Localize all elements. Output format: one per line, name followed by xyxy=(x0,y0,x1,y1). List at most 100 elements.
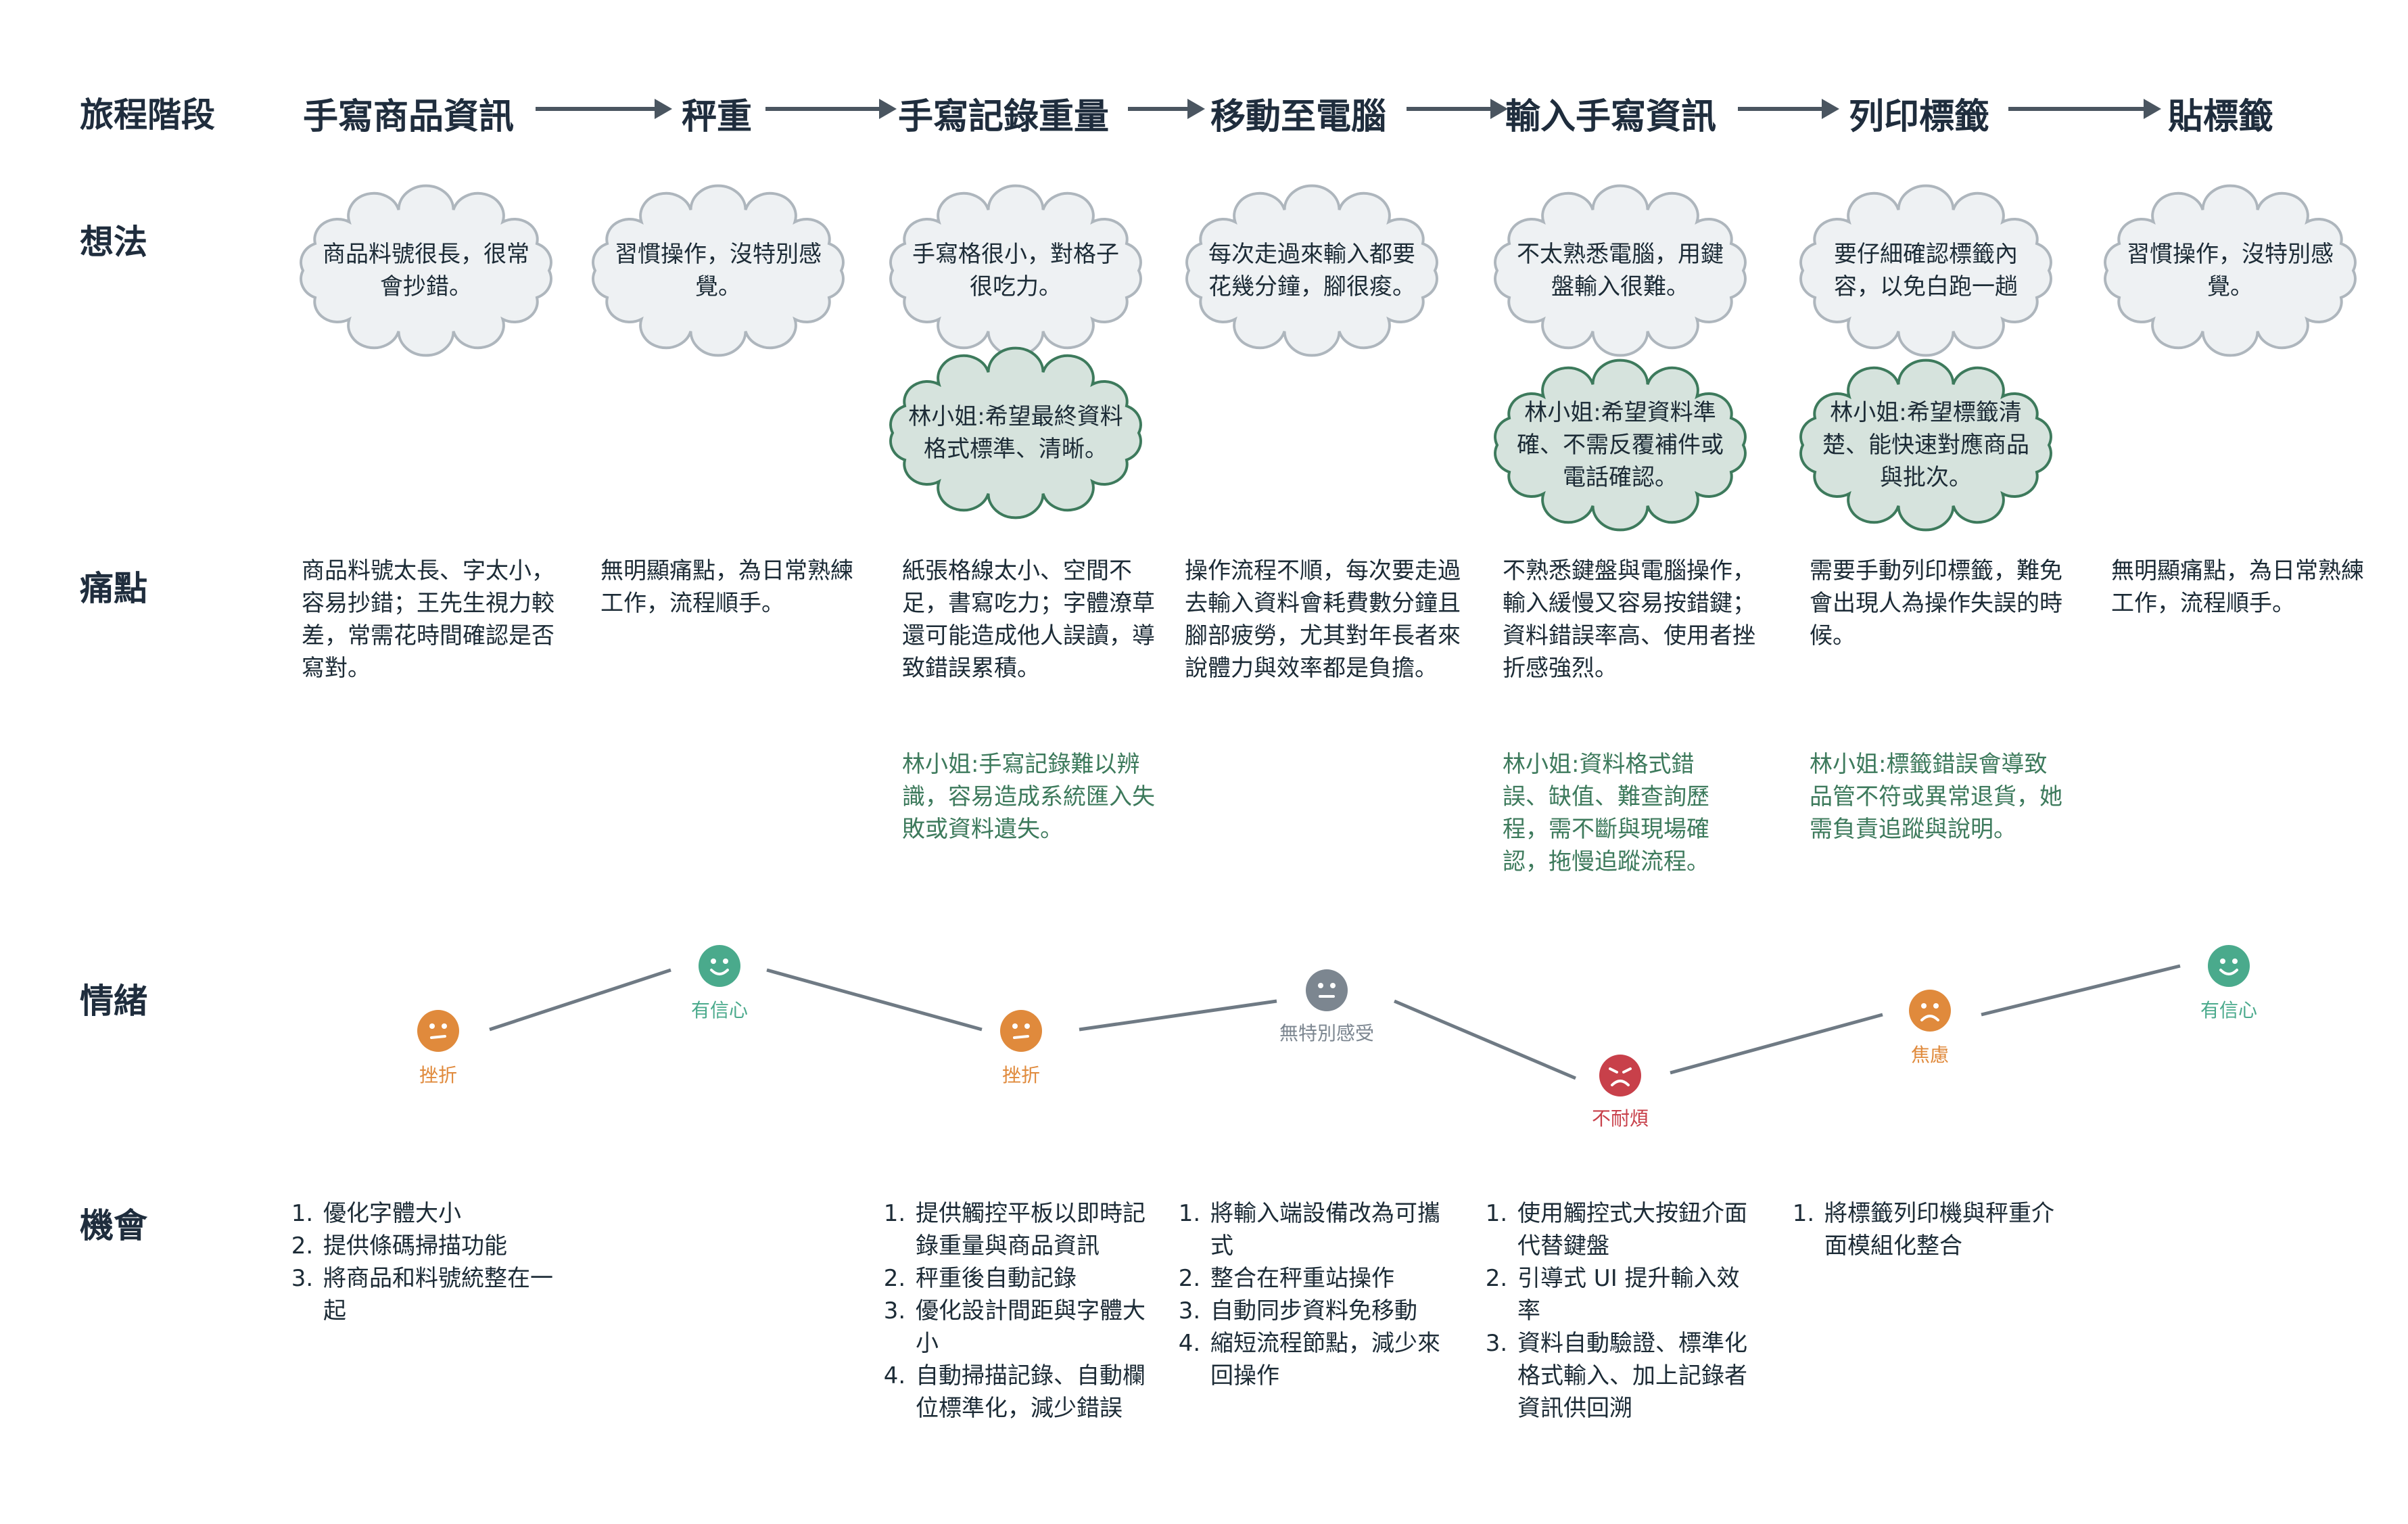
emotion-label-3: 挫折 xyxy=(1001,1064,1040,1086)
pain-point-4: 操作流程不順，每次要走過去輸入資料會耗費數分鐘且腳部疲勞，尤其對年長者來說體力與… xyxy=(1185,557,1461,682)
stage-7: 貼標籤 xyxy=(2168,97,2274,137)
stage-arrow-5 xyxy=(1738,99,1839,119)
opportunity-item: 自動掃描記錄、自動欄位標準化，減少錯誤 xyxy=(913,1360,1155,1425)
pain-point-1: 商品料號太長、字太小，容易抄錯；王先生視力較差，常需花時間確認是否寫對。 xyxy=(302,557,554,682)
stage-3: 手寫記錄重量 xyxy=(898,97,1110,137)
opportunity-item: 資料自動驗證、標準化格式輸入、加上記錄者資訊供回溯 xyxy=(1515,1327,1757,1425)
emotion-face-7 xyxy=(2207,944,2250,988)
cloud-outline xyxy=(300,184,552,357)
opportunity-list-3: 提供觸控平板以即時記錄重量與商品資訊秤重後自動記錄優化設計間距與字體大小自動掃描… xyxy=(884,1197,1155,1425)
emotion-segment-6 xyxy=(1981,964,2181,1017)
cloud-outline xyxy=(592,184,845,357)
opportunity-item: 提供觸控平板以即時記錄重量與商品資訊 xyxy=(913,1197,1155,1262)
cloud-outline xyxy=(1494,184,1747,357)
row-label-stage: 旅程階段 xyxy=(80,95,215,135)
manager-cloud-shape xyxy=(1799,359,2052,532)
thought-text-1: 商品料號很長，很常會抄錯。 xyxy=(323,241,529,300)
cloud-outline xyxy=(2104,184,2357,357)
emotion-segment-5 xyxy=(1670,1013,1883,1075)
thought-text-3: 手寫格很小，對格子很吃力。 xyxy=(912,241,1119,300)
opportunity-item: 自動同步資料免移動 xyxy=(1208,1295,1450,1327)
row-label-opportunity: 機會 xyxy=(80,1206,147,1245)
opportunity-list-1: 優化字體大小提供條碼掃描功能將商品和料號統整在一起 xyxy=(292,1197,556,1327)
manager-thought-text-5: 林小姐:希望資料準確、不需反覆補件或電話確認。 xyxy=(1517,399,1724,491)
stage-arrow-4 xyxy=(1407,99,1508,119)
neutral-face-icon xyxy=(1306,969,1348,1011)
row-label-pain: 痛點 xyxy=(80,569,147,608)
thought-cloud-7: 習慣操作，沒特別感覺。 xyxy=(2095,184,2365,357)
opportunity-item: 將輸入端設備改為可攜式 xyxy=(1208,1197,1450,1262)
emotion-face-4 xyxy=(1305,969,1348,1012)
manager-thought-text-6: 林小姐:希望標籤清楚、能快速對應商品與批次。 xyxy=(1822,399,2029,491)
manager-thought-cloud-3: 林小姐:希望最終資料格式標準、清晰。 xyxy=(880,346,1151,519)
manager-cloud-shape xyxy=(889,346,1142,519)
manager-cloud-shape xyxy=(1494,359,1747,532)
cloud-shape xyxy=(592,184,845,357)
stage-5: 輸入手寫資訊 xyxy=(1505,97,1717,137)
emotion-label-1: 挫折 xyxy=(419,1064,457,1086)
manager-pain-point-6: 林小姐:標籤錯誤會導致品管不符或異常退貨，她需負責追蹤與說明。 xyxy=(1810,751,2062,843)
emotion-segment-2 xyxy=(766,968,983,1032)
cloud-outline xyxy=(1494,359,1747,532)
opportunity-list-6: 將標籤列印機與秤重介面模組化整合 xyxy=(1793,1197,2064,1262)
cloud-outline xyxy=(1799,184,2052,357)
manager-thought-cloud-5: 林小姐:希望資料準確、不需反覆補件或電話確認。 xyxy=(1485,359,1755,532)
stage-2: 秤重 xyxy=(682,97,753,137)
emotion-segment-3 xyxy=(1079,999,1277,1032)
cloud-outline xyxy=(1185,184,1438,357)
thought-cloud-3: 手寫格很小，對格子很吃力。 xyxy=(880,184,1151,357)
emotion-face-3 xyxy=(999,1009,1043,1053)
thought-text-5: 不太熟悉電腦，用鍵盤輸入很難。 xyxy=(1517,241,1724,300)
pain-point-3: 紙張格線太小、空間不足，書寫吃力；字體潦草還可能造成他人誤讀，導致錯誤累積。 xyxy=(902,557,1155,682)
opportunity-item: 將商品和料號統整在一起 xyxy=(321,1262,556,1327)
emotion-label-7: 有信心 xyxy=(2200,999,2257,1021)
manager-thought-cloud-6: 林小姐:希望標籤清楚、能快速對應商品與批次。 xyxy=(1791,359,2061,532)
emotion-label-4: 無特別感受 xyxy=(1279,1022,1374,1044)
emotion-face-2 xyxy=(698,944,741,988)
frustrated-face-icon xyxy=(417,1010,459,1052)
cloud-outline xyxy=(889,346,1142,519)
emotion-face-5 xyxy=(1599,1054,1642,1097)
frustrated-face-icon xyxy=(1000,1010,1042,1052)
thought-cloud-4: 每次走過來輸入都要花幾分鐘，腳很痠。 xyxy=(1177,184,1447,357)
cloud-shape xyxy=(2104,184,2357,357)
thought-text-4: 每次走過來輸入都要花幾分鐘，腳很痠。 xyxy=(1208,241,1415,300)
cloud-shape xyxy=(1799,184,2052,357)
happy-face-icon xyxy=(699,945,740,987)
manager-pain-point-5: 林小姐:資料格式錯誤、缺值、難查詢歷程，需不斷與現場確認，拖慢追蹤流程。 xyxy=(1503,751,1709,875)
row-label-emotion: 情緒 xyxy=(80,982,147,1021)
thought-cloud-6: 要仔細確認標籤內容，以免白跑一趟 xyxy=(1791,184,2061,357)
thought-text-7: 習慣操作，沒特別感覺。 xyxy=(2127,241,2334,300)
opportunity-item: 提供條碼掃描功能 xyxy=(321,1230,556,1262)
pain-point-5: 不熟悉鍵盤與電腦操作，輸入緩慢又容易按錯鍵；資料錯誤率高、使用者挫折感強烈。 xyxy=(1503,557,1755,682)
cloud-outline xyxy=(1799,359,2052,532)
thought-text-2: 習慣操作，沒特別感覺。 xyxy=(615,241,822,300)
opportunity-item: 縮短流程節點，減少來回操作 xyxy=(1208,1327,1450,1392)
opportunity-list-5: 使用觸控式大按鈕介面代替鍵盤引導式 UI 提升輸入效率資料自動驗證、標準化格式輸… xyxy=(1486,1197,1757,1425)
manager-pain-point-3: 林小姐:手寫記錄難以辨識，容易造成系統匯入失敗或資料遺失。 xyxy=(902,751,1155,843)
stage-4: 移動至電腦 xyxy=(1210,97,1387,137)
opportunity-item: 優化設計間距與字體大小 xyxy=(913,1295,1155,1360)
stage-arrow-6 xyxy=(2008,99,2161,119)
pain-point-6: 需要手動列印標籤，難免會出現人為操作失誤的時候。 xyxy=(1810,557,2062,649)
pain-point-7: 無明顯痛點，為日常熟練工作，流程順手。 xyxy=(2111,557,2364,617)
stage-arrow-1 xyxy=(536,99,672,119)
opportunity-item: 將標籤列印機與秤重介面模組化整合 xyxy=(1822,1197,2064,1262)
emotion-segment-1 xyxy=(489,968,671,1032)
opportunity-item: 整合在秤重站操作 xyxy=(1208,1262,1450,1295)
stage-1: 手寫商品資訊 xyxy=(303,97,515,137)
thought-cloud-5: 不太熟悉電腦，用鍵盤輸入很難。 xyxy=(1485,184,1755,357)
emotion-segment-4 xyxy=(1394,999,1576,1080)
thought-cloud-1: 商品料號很長，很常會抄錯。 xyxy=(291,184,561,357)
cloud-shape xyxy=(889,184,1142,357)
row-label-thoughts: 想法 xyxy=(80,223,147,262)
thought-cloud-2: 習慣操作，沒特別感覺。 xyxy=(583,184,853,357)
cloud-shape xyxy=(1185,184,1438,357)
stage-arrow-3 xyxy=(1128,99,1205,119)
emotion-label-6: 焦慮 xyxy=(1910,1044,1949,1066)
opportunity-item: 使用觸控式大按鈕介面代替鍵盤 xyxy=(1515,1197,1757,1262)
opportunity-list-4: 將輸入端設備改為可攜式整合在秤重站操作自動同步資料免移動縮短流程節點，減少來回操… xyxy=(1179,1197,1450,1392)
manager-thought-text-3: 林小姐:希望最終資料格式標準、清晰。 xyxy=(908,403,1123,463)
emotion-face-1 xyxy=(417,1009,460,1053)
anxious-face-icon xyxy=(1909,990,1951,1032)
